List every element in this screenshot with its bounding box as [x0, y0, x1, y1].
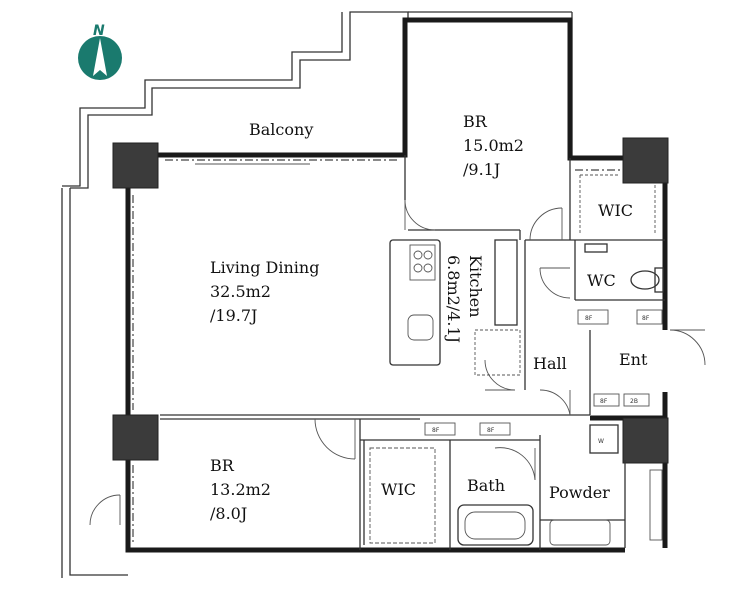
exterior-walls — [113, 17, 668, 553]
br-south-area-m2: 13.2m2 — [210, 480, 271, 499]
wc-label: WC — [587, 271, 616, 290]
living-dining-area-m2: 32.5m2 — [210, 282, 271, 301]
bath-fixtures: W — [457, 424, 663, 546]
column-se — [622, 417, 669, 464]
shelving: 8F 8F 8F 8F 8F 2B — [424, 309, 663, 436]
column-sw — [112, 414, 159, 461]
washer-label: W — [598, 438, 604, 445]
shelf-label-1: 8F — [432, 427, 440, 434]
powder-label: Powder — [549, 483, 610, 502]
br-north-label: BR — [463, 112, 488, 131]
column-ne — [622, 137, 669, 184]
br-north-area-j: /9.1J — [463, 160, 500, 179]
compass-arrow — [93, 38, 107, 76]
bath-label: Bath — [467, 476, 505, 495]
north-compass: N — [78, 23, 122, 80]
shelf-label-5: 8F — [600, 398, 608, 405]
wic-north-label: WIC — [598, 201, 633, 220]
door-swings — [89, 199, 706, 526]
closet-fixtures — [369, 174, 656, 544]
living-dining-area-j: /19.7J — [210, 306, 257, 325]
interior-walls — [160, 155, 665, 550]
kitchen-area: 6.8m2/4.1J — [444, 255, 463, 343]
balcony-label: Balcony — [249, 120, 313, 139]
column-nw — [112, 142, 159, 189]
shelf-label-3: 8F — [585, 315, 593, 322]
wc-fixtures — [584, 243, 664, 293]
kitchen-label: Kitchen — [466, 255, 485, 318]
shelf-label-2: 8F — [487, 427, 495, 434]
br-south-area-j: /8.0J — [210, 504, 247, 523]
living-dining-label: Living Dining — [210, 258, 319, 277]
kitchen-fixtures — [389, 239, 521, 376]
windows — [132, 159, 620, 545]
wic-south-label: WIC — [381, 480, 416, 499]
compass-north-letter: N — [93, 23, 105, 39]
shelf-label-4: 8F — [642, 315, 650, 322]
hall-label: Hall — [533, 354, 567, 373]
br-north-area-m2: 15.0m2 — [463, 136, 524, 155]
shoe-label: 2B — [630, 398, 638, 405]
entrance-label: Ent — [619, 350, 648, 369]
br-south-label: BR — [210, 456, 235, 475]
